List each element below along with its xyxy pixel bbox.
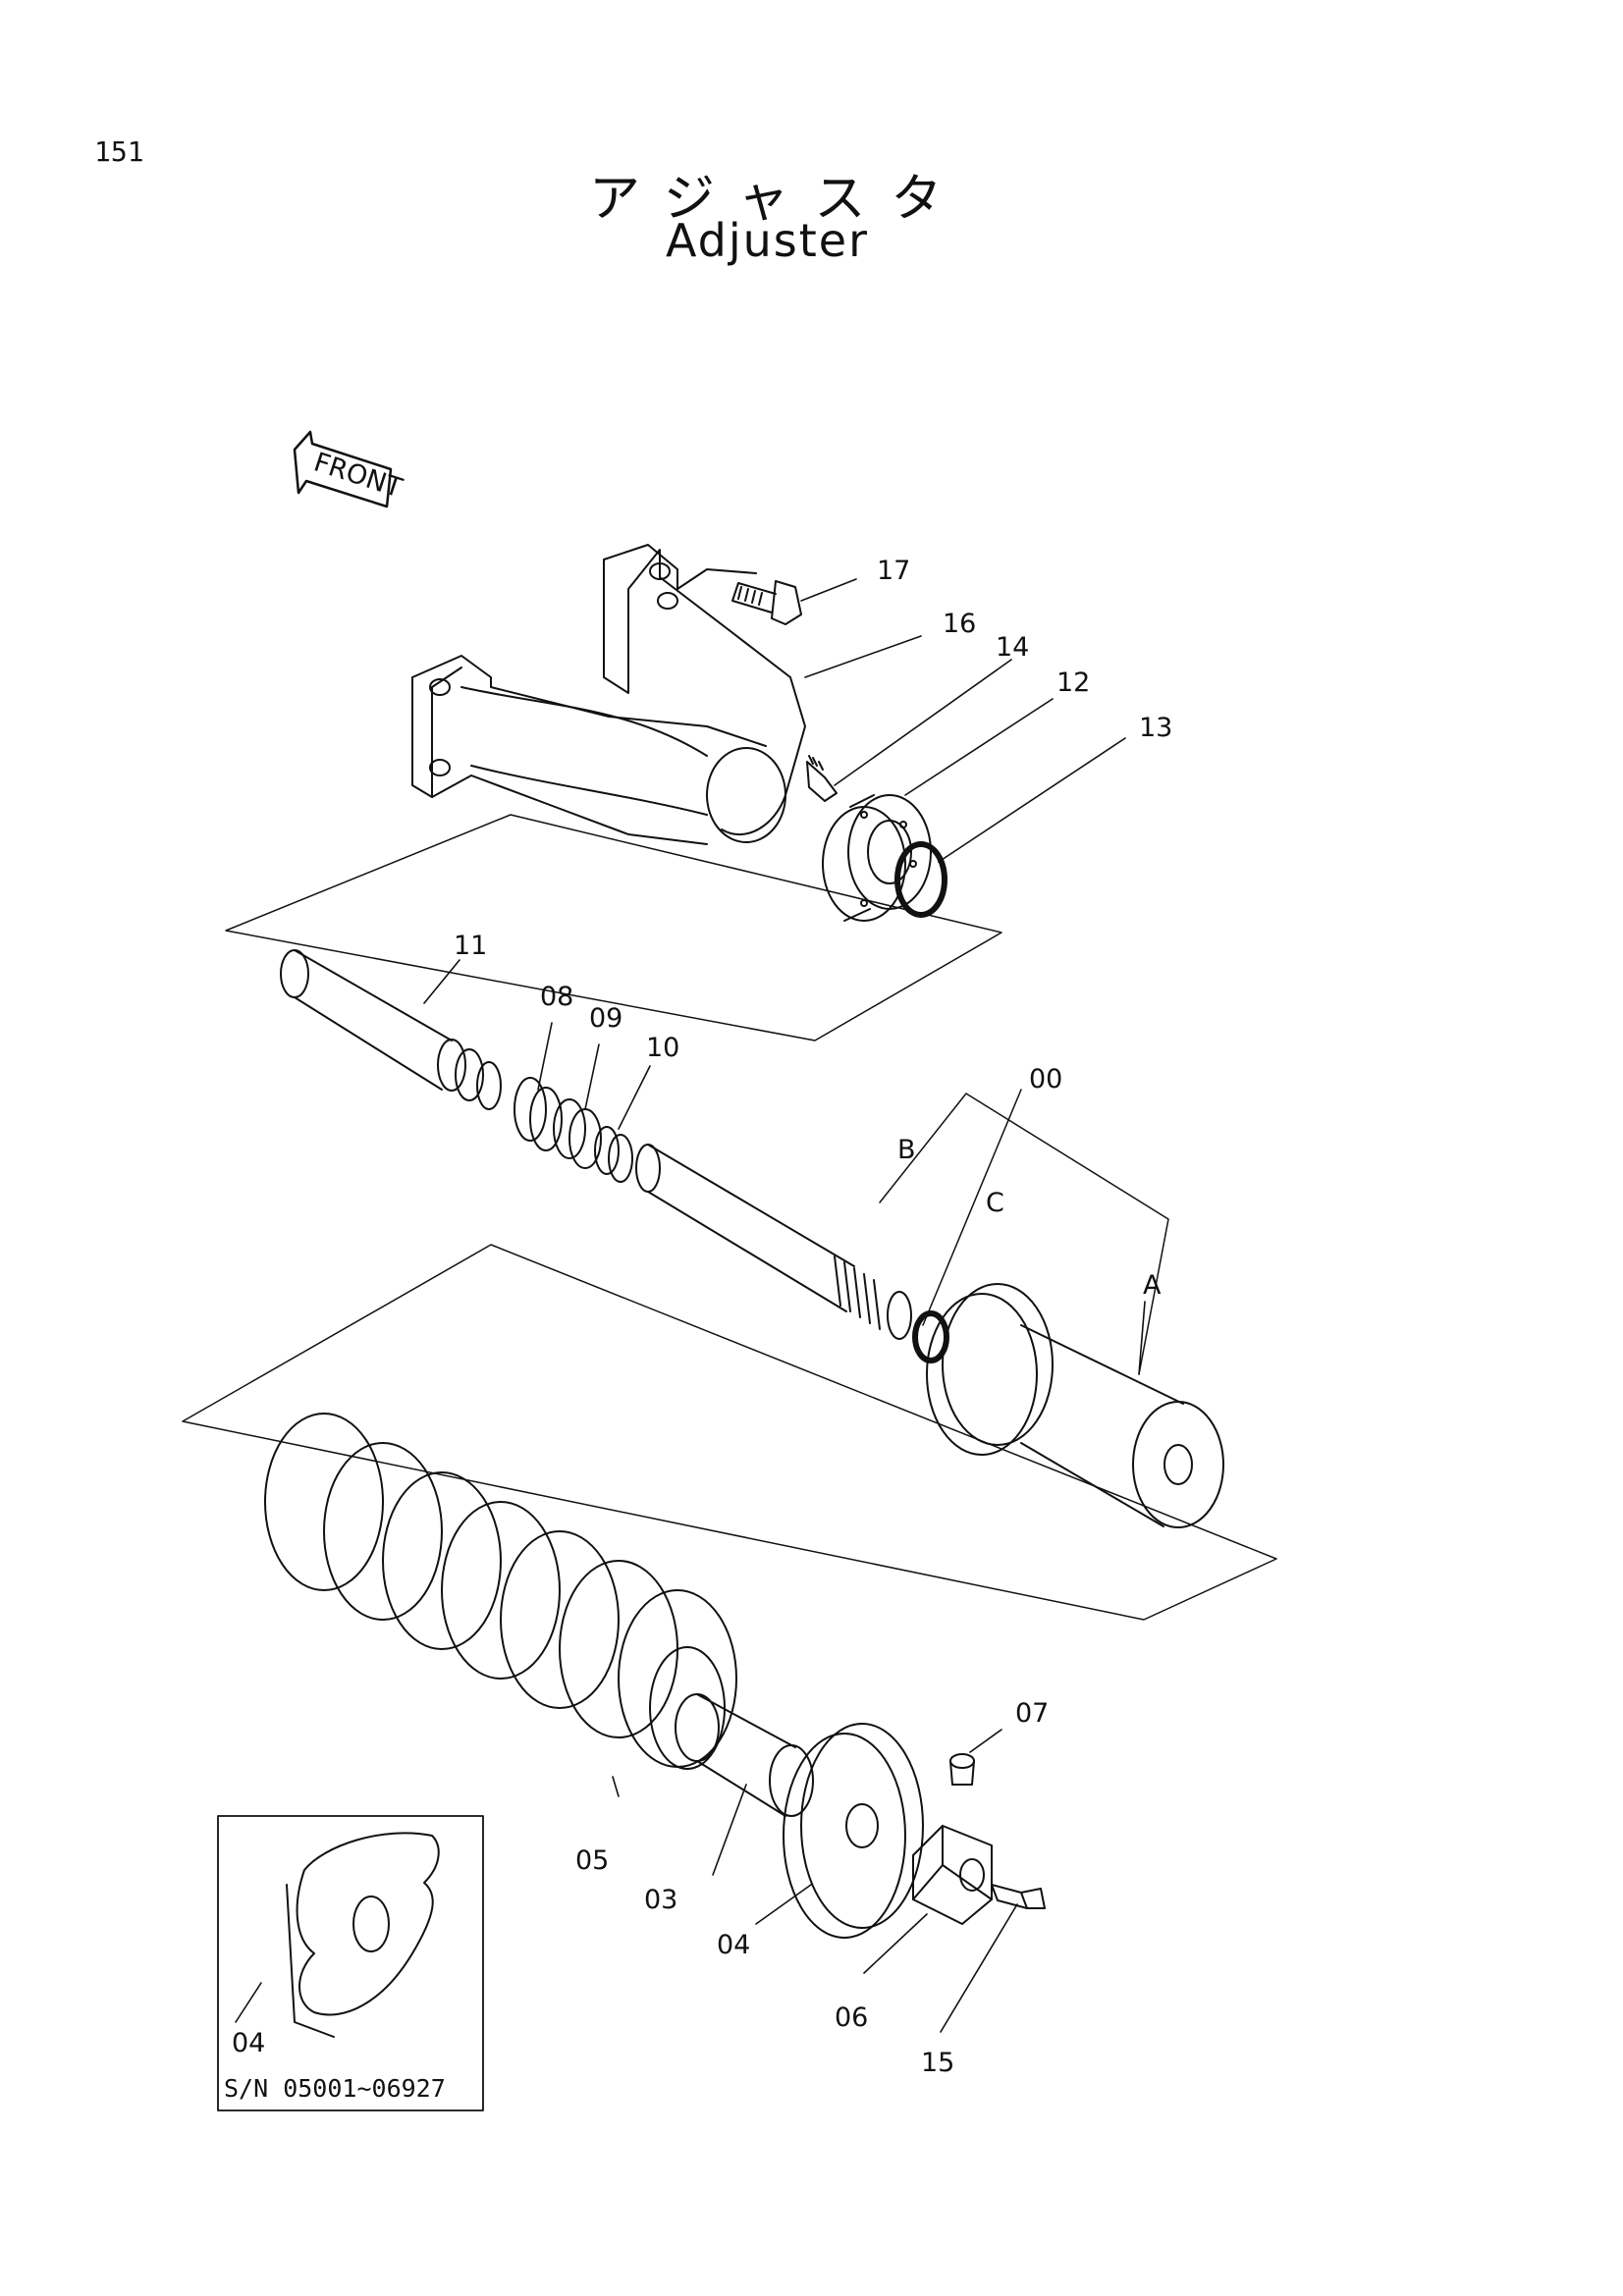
snap-ring-part-13 — [894, 841, 947, 918]
rod-part-11 — [280, 949, 502, 1110]
upper-reference-plane — [225, 814, 1002, 1041]
callout-06: 06 — [835, 2002, 868, 2033]
grease-fitting-part-15 — [991, 1884, 1046, 1909]
callout-10: 10 — [646, 1033, 679, 1063]
seal-part-08 — [514, 1077, 563, 1151]
plug-part-07 — [949, 1753, 975, 1786]
front-arrow-label: FRONT — [310, 447, 406, 504]
callout-11: 11 — [454, 931, 487, 961]
cylinder-part-A — [926, 1283, 1224, 1528]
inset-serial-range: S/N 05001~06927 — [224, 2074, 446, 2103]
callout-14: 14 — [996, 632, 1029, 663]
callout-15: 15 — [921, 2048, 954, 2078]
callout-12: 12 — [1056, 667, 1090, 698]
front-arrow-icon: FRONT — [293, 430, 406, 508]
callout-03: 03 — [644, 1885, 677, 1915]
spring-part-05 — [264, 1413, 737, 1770]
block-part-06 — [912, 1825, 993, 1925]
callout-17: 17 — [877, 556, 910, 586]
callout-09: 09 — [589, 1003, 622, 1034]
leader-lines — [423, 578, 1146, 2033]
inset-part-label: 04 — [232, 2028, 265, 2058]
plate-part-04 — [783, 1723, 924, 1939]
callout-00: 00 — [1029, 1064, 1062, 1095]
piston-rod-part-B — [635, 1144, 912, 1340]
inset-box: 04 S/N 05001~06927 — [217, 1815, 484, 2111]
callout-B: B — [897, 1135, 916, 1165]
callout-C: C — [986, 1188, 1004, 1218]
callout-08: 08 — [540, 982, 573, 1012]
page-number: 151 — [94, 135, 144, 168]
title-japanese: アジャスタ — [589, 170, 968, 229]
callout-04: 04 — [717, 1930, 750, 1960]
spacer-part-03 — [675, 1693, 814, 1817]
ring-part-10 — [594, 1126, 633, 1183]
lower-reference-plane — [182, 1244, 1277, 1621]
title-english: Adjuster — [666, 214, 870, 267]
bracket-part-16 — [411, 544, 806, 845]
callout-13: 13 — [1139, 713, 1172, 743]
callout-05: 05 — [575, 1845, 609, 1876]
callout-A: A — [1143, 1270, 1162, 1301]
callout-07: 07 — [1015, 1698, 1049, 1729]
bolt-part-17 — [676, 568, 802, 625]
flange-part-12 — [822, 794, 932, 922]
assembly-bracket-lines — [879, 1093, 1169, 1375]
callout-16: 16 — [943, 609, 976, 639]
bolt-part-14 — [806, 755, 838, 802]
